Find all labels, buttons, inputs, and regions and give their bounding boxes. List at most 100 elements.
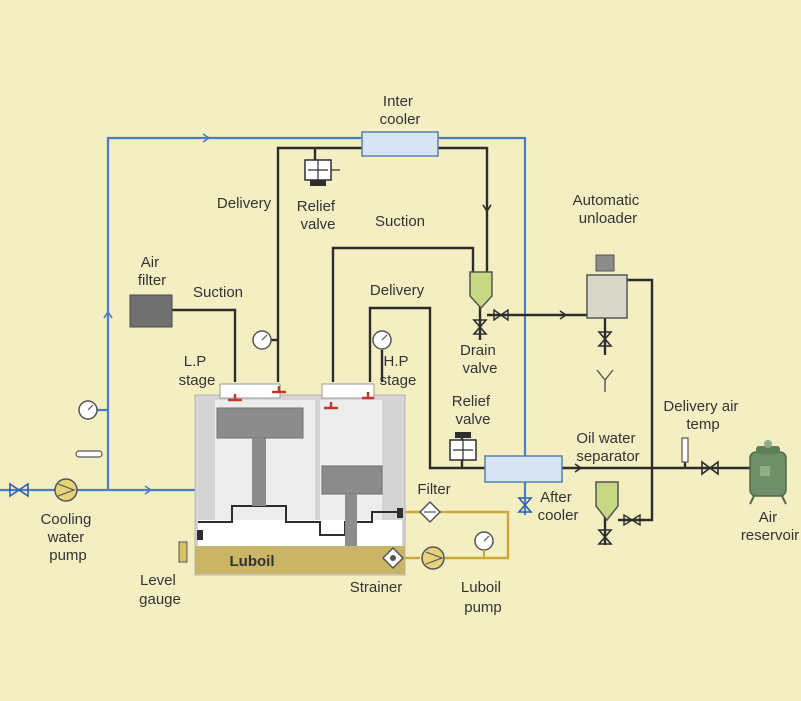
arrow-intercooler-down: [482, 204, 492, 213]
inter-cooler-body: [361, 131, 439, 157]
lp-valve-plate: [219, 383, 281, 399]
lp-piston: [216, 407, 304, 439]
level-gauge-label: Level gauge: [139, 572, 181, 608]
lp-delivery-line: [276, 146, 362, 382]
arrow-water-top: [202, 133, 211, 143]
oil-water-separator-label-line1: Oil water: [576, 430, 635, 447]
delivery-air-temp-label-line2: temp: [686, 416, 719, 433]
oil-water-separator-label-line2: separator: [576, 448, 639, 465]
cooling-water-pump-label-line3: pump: [49, 547, 87, 564]
intercooler-outlet-line: [438, 146, 489, 272]
relief-valve-mid-label-line2: valve: [455, 411, 490, 428]
drain-valve-icon: [472, 319, 488, 335]
air-filter-label-line1: Air: [141, 254, 159, 271]
hp-valve-plate: [321, 383, 375, 399]
left-seal: [197, 530, 203, 540]
hp-stage-label-line1: H.P: [384, 353, 409, 370]
lp-stage-label-line2: stage: [179, 372, 216, 389]
cooling-water-pump-icon: [54, 478, 78, 502]
hp-suction-line: [331, 246, 475, 382]
delivery-air-temp-sensor-icon: [681, 437, 689, 463]
lp-stage-label: L.P stage: [179, 353, 216, 389]
drain-valve-label: Drain valve: [460, 342, 500, 377]
relief-valve-top-label-line2: valve: [300, 216, 335, 233]
water-line-intercooler-return: [438, 136, 527, 515]
inter-cooler-label-line1: Inter: [383, 93, 413, 110]
unloader-vent-icon: [596, 369, 614, 392]
right-seal: [397, 508, 403, 518]
luboil-pump-label-line1: Luboil: [461, 579, 501, 596]
air-reservoir-label-line1: Air: [759, 509, 777, 526]
delivery-air-temp-label: Delivery air temp: [663, 398, 742, 433]
after-cooler-body: [484, 455, 563, 483]
luboil-pump-icon: [421, 546, 445, 570]
cooling-water-pump-label-line2: water: [47, 529, 85, 546]
air-reservoir-icon: [749, 440, 787, 505]
pressure-gauge-water-icon: [78, 400, 98, 420]
air-filter-box: [129, 294, 173, 328]
automatic-unloader-body: [586, 274, 628, 319]
oil-water-separator-label: Oil water separator: [576, 430, 639, 465]
luboil-pump-label-line2: pump: [464, 599, 502, 616]
cooling-water-pump-label-line1: Cooling: [40, 511, 91, 528]
air-filter-label-line2: filter: [138, 272, 166, 289]
pressure-gauge-lp-icon: [252, 330, 272, 350]
water-inlet-valve-icon: [9, 482, 29, 498]
hp-stage-label: H.P stage: [380, 353, 417, 389]
inter-cooler-label-line2: cooler: [380, 111, 421, 128]
level-gauge-label-line2: gauge: [139, 591, 181, 608]
delivery-check-valve-icon: [493, 308, 509, 322]
reservoir-inlet-valve-icon: [701, 460, 719, 476]
drain-valve-label-line1: Drain: [460, 342, 496, 359]
filter-icon: [418, 500, 442, 524]
air-flow-arrows: [482, 204, 583, 473]
compressor-body: Luboil: [194, 383, 406, 576]
arrow-water-bottom: [144, 485, 153, 495]
after-cooler-label-line1: After: [540, 489, 572, 506]
after-cooler-label: After cooler: [538, 489, 579, 524]
air-filter-suction-line: [170, 308, 237, 382]
unloader-valve-icon: [597, 331, 613, 347]
thermometer-water-icon: [75, 450, 103, 458]
air-lines: [170, 146, 760, 545]
pressure-gauge-hp-icon: [372, 330, 392, 350]
suction-left-label: Suction: [193, 284, 243, 301]
crankcase-outline: [198, 505, 402, 536]
relief-valve-mid-label-line1: Relief: [452, 393, 491, 410]
hp-valve-red: [324, 392, 374, 410]
drain-valve-label-line2: valve: [462, 360, 497, 377]
delivery-lp-label: Delivery: [217, 195, 272, 212]
cooling-water-circuit: [0, 136, 527, 515]
moisture-separator-vessel: [469, 271, 493, 310]
cooling-water-pump-label: Cooling water pump: [40, 511, 95, 564]
oil-water-separator-vessel: [595, 481, 619, 522]
luboil-pump-label: Luboil pump: [461, 579, 505, 616]
relief-valve-top-label-line1: Relief: [297, 198, 336, 215]
separator-drain-valve-icon: [597, 529, 613, 545]
arrow-aftercooler-mid: [574, 463, 583, 473]
pressure-gauge-luboil-icon: [474, 531, 494, 558]
after-cooler-label-line2: cooler: [538, 507, 579, 524]
unloader-top-block: [595, 254, 615, 272]
relief-valve-mid-icon: [449, 432, 477, 461]
separator-line-valve-icon: [623, 513, 641, 527]
hp-stage-label-line2: stage: [380, 372, 417, 389]
air-reservoir-label: Air reservoir: [741, 509, 799, 544]
automatic-unloader-label: Automatic unloader: [573, 192, 644, 227]
strainer-label: Strainer: [350, 579, 403, 596]
automatic-unloader-label-line1: Automatic: [573, 192, 640, 209]
hp-connecting-rod: [345, 494, 357, 558]
after-cooler-water-valve-icon: [517, 497, 533, 513]
inter-cooler-label: Inter cooler: [380, 93, 421, 128]
lp-valve-red: [228, 386, 286, 402]
level-gauge-icon: [178, 541, 188, 563]
water-line-riser: [106, 136, 362, 490]
filter-label: Filter: [417, 481, 450, 498]
automatic-unloader-label-line2: unloader: [579, 210, 637, 227]
suction-top-label: Suction: [375, 213, 425, 230]
lp-connecting-rod: [252, 438, 266, 506]
strainer-icon: [381, 546, 405, 570]
delivery-air-temp-label-line1: Delivery air: [663, 398, 738, 415]
